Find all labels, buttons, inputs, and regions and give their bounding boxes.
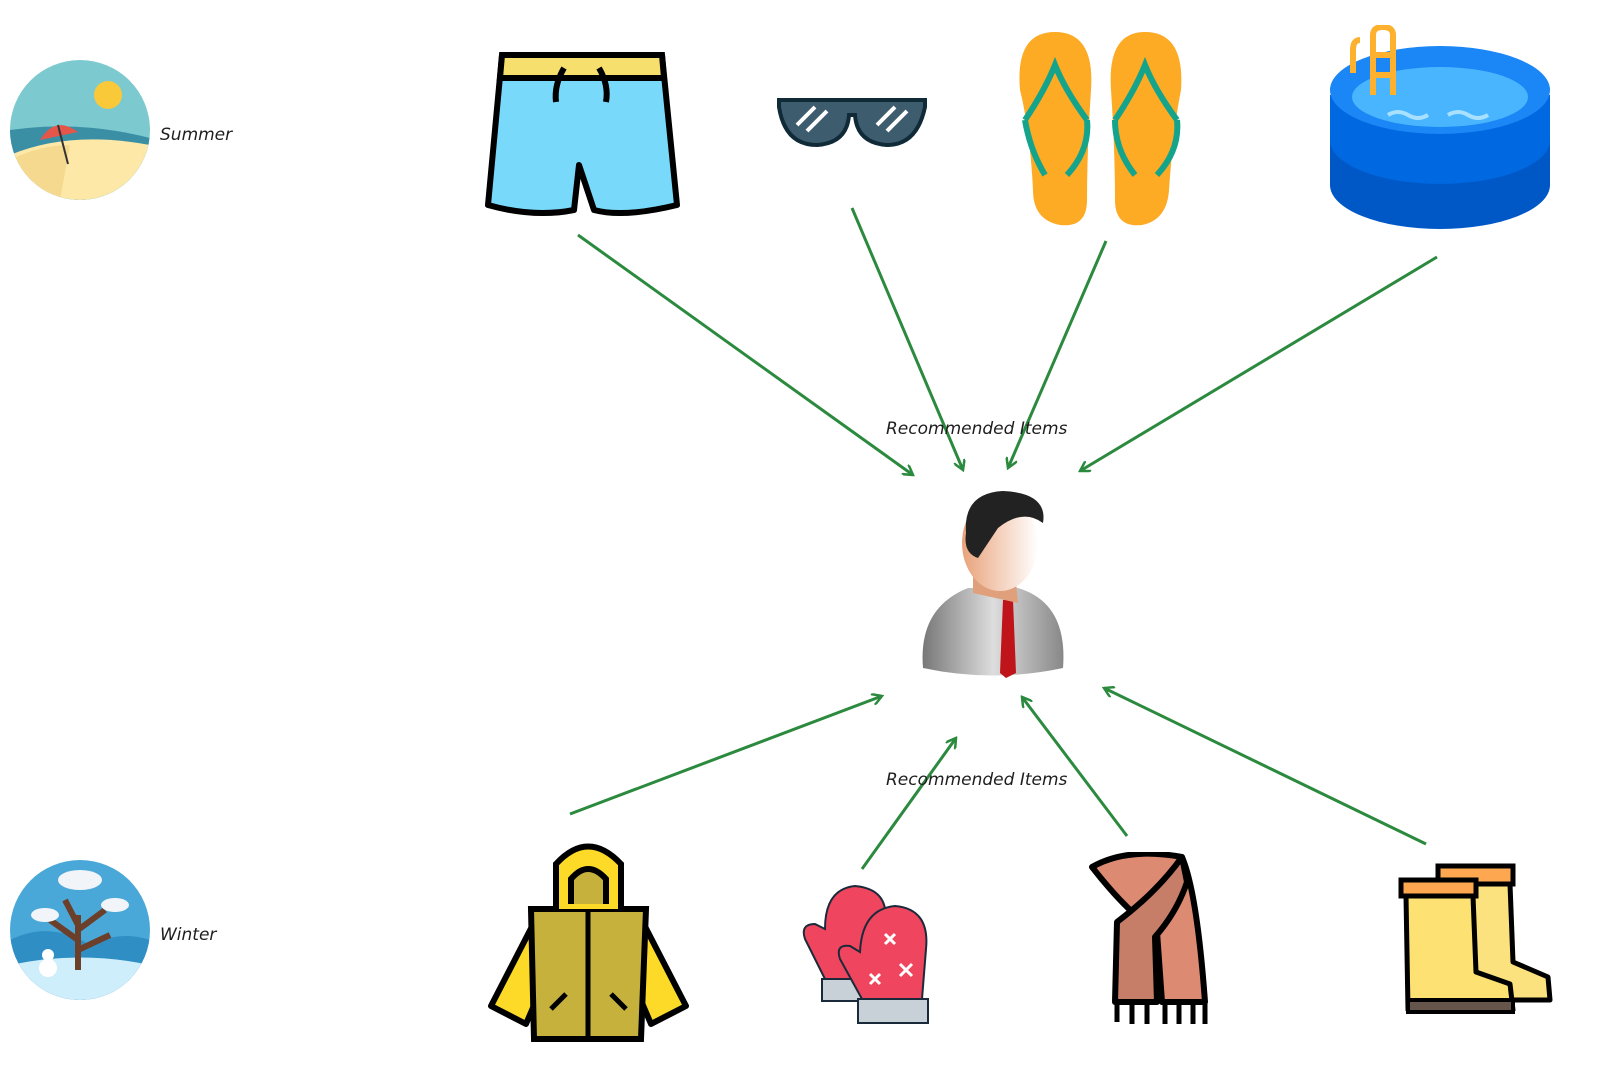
swim-shorts-icon (485, 52, 680, 217)
arrow-raincoat-to-user (569, 696, 882, 816)
season-label-winter: Winter (160, 925, 217, 945)
arrow-pool-to-user (1080, 255, 1438, 473)
summer-beach-icon (10, 60, 150, 200)
raincoat-icon (488, 843, 689, 1042)
sunglasses-icon (777, 98, 927, 148)
winter-tree-icon (10, 860, 150, 1000)
scarf-icon (1089, 852, 1208, 1024)
rain-boots-icon (1398, 863, 1553, 1014)
edge-label-summer: Recommended Items (886, 419, 1068, 439)
arrow-boots-to-user (1104, 688, 1427, 846)
arrow-sunglasses-to-user (850, 207, 963, 470)
arrow-mittens-to-user (860, 738, 956, 870)
season-label-summer: Summer (160, 125, 233, 145)
flip-flops-icon (1019, 32, 1182, 226)
mittens-icon (802, 884, 929, 1024)
arrow-scarf-to-user (1022, 697, 1129, 837)
user-businessman-icon (922, 491, 1064, 678)
arrow-flipflops-to-user (1008, 240, 1108, 468)
swimming-pool-icon (1330, 25, 1550, 229)
arrow-shorts-to-user (577, 233, 913, 475)
edge-label-winter: Recommended Items (886, 770, 1068, 790)
